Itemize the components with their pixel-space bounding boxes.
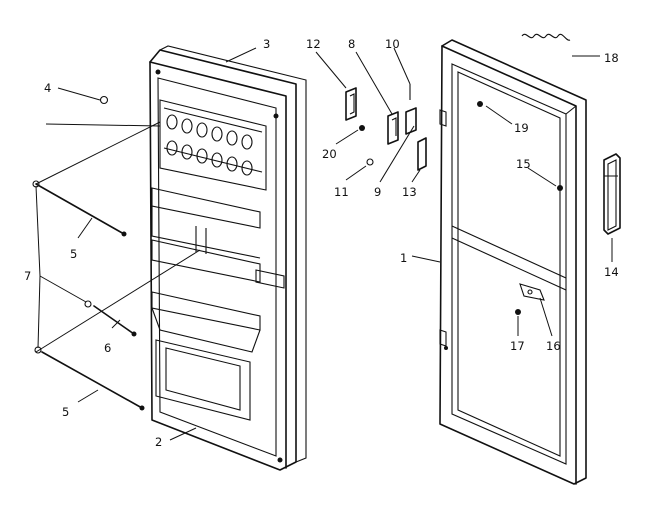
callout-15: 15 — [516, 157, 531, 171]
callout-19: 19 — [514, 121, 529, 135]
callout-labels: 1 2 3 4 5 5 6 7 8 9 10 11 12 13 14 15 16… — [24, 37, 619, 449]
outer-door-panel — [439, 39, 587, 485]
callout-5a: 5 — [70, 247, 77, 261]
egg-cups-row-2 — [166, 140, 253, 176]
callout-17: 17 — [510, 339, 525, 353]
door-liner-panel — [149, 45, 307, 471]
callout-9: 9 — [374, 185, 381, 199]
callout-3: 3 — [263, 37, 270, 51]
fasteners — [99, 95, 563, 315]
egg-cups-row-1 — [166, 114, 253, 150]
callout-10: 10 — [385, 37, 400, 51]
callout-6: 6 — [104, 341, 111, 355]
callout-11: 11 — [334, 185, 349, 199]
callout-12: 12 — [306, 37, 321, 51]
gasket-coil — [521, 33, 571, 41]
callout-4: 4 — [44, 81, 51, 95]
door-handle — [603, 153, 621, 235]
callout-5b: 5 — [62, 405, 69, 419]
callout-14: 14 — [604, 265, 619, 279]
hinge-parts — [345, 84, 427, 171]
callout-16: 16 — [546, 339, 561, 353]
callout-13: 13 — [402, 185, 417, 199]
shelf-rods — [32, 180, 145, 411]
callout-1: 1 — [400, 251, 407, 265]
callout-2: 2 — [155, 435, 162, 449]
callout-7: 7 — [24, 269, 31, 283]
callout-18: 18 — [604, 51, 619, 65]
leader-lines — [35, 47, 618, 441]
callout-8: 8 — [348, 37, 355, 51]
callout-20: 20 — [322, 147, 337, 161]
